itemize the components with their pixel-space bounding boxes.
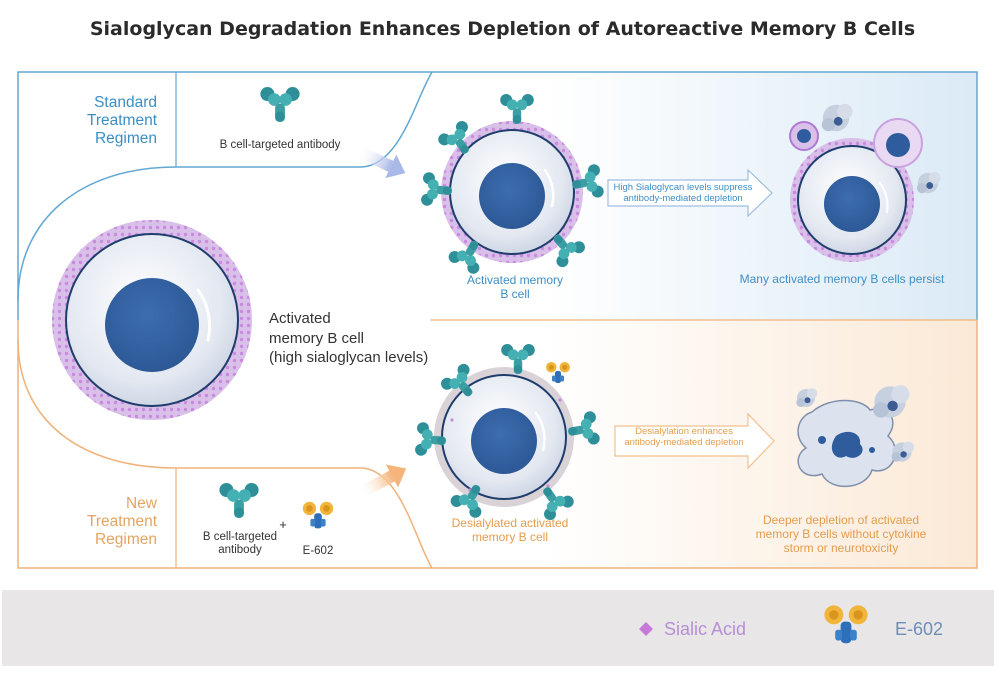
suppress-arrow-text: High Sialoglycan levels suppress antibod…: [613, 182, 753, 204]
new-flow-arrow: [359, 464, 407, 498]
new-outcome-caption: Deeper depletion of activated memory B c…: [755, 513, 927, 555]
central-cell-label: Activated memory B cell (high sialoglyca…: [269, 310, 429, 366]
standard-b-cell: [441, 121, 583, 263]
legend-e602-label: E-602: [895, 619, 944, 639]
central-b-cell: [52, 220, 252, 420]
new-antibody-label: B cell-targeted antibody: [202, 531, 278, 557]
standard-regimen-label: Standard Treatment Regimen: [86, 94, 157, 147]
new-regimen-label: New Treatment Regimen: [86, 495, 157, 548]
enhance-arrow-text: Desialylation enhances antibody-mediated…: [624, 426, 744, 448]
legend-sialic-acid-label: Sialic Acid: [664, 619, 747, 639]
standard-outcome-caption: Many activated memory B cells persist: [739, 272, 945, 286]
new-cell-caption: Desialylated activated memory B cell: [451, 516, 569, 544]
sialic-acid-icon: [639, 622, 653, 636]
depleted-cell-debris: [797, 399, 897, 488]
suppress-arrow: [607, 168, 773, 218]
standard-antibody-label: B cell-targeted antibody: [219, 139, 341, 151]
standard-flow-arrow: [357, 146, 406, 179]
persisting-b-cells: [789, 118, 923, 262]
new-flow-curve: [17, 339, 433, 569]
standard-panel-border: [17, 71, 978, 320]
plus-sign: +: [279, 517, 287, 532]
standard-cell-caption: Activated memory B cell: [466, 273, 564, 301]
standard-flow-curve: [17, 71, 433, 301]
new-panel-border: [17, 320, 978, 569]
page-title: Sialoglycan Degradation Enhances Depleti…: [89, 18, 916, 40]
enhance-arrow: [614, 412, 775, 470]
legend-e602-icon: [824, 605, 868, 644]
e602-label: E-602: [302, 545, 334, 557]
desialylated-b-cell: [434, 367, 574, 507]
